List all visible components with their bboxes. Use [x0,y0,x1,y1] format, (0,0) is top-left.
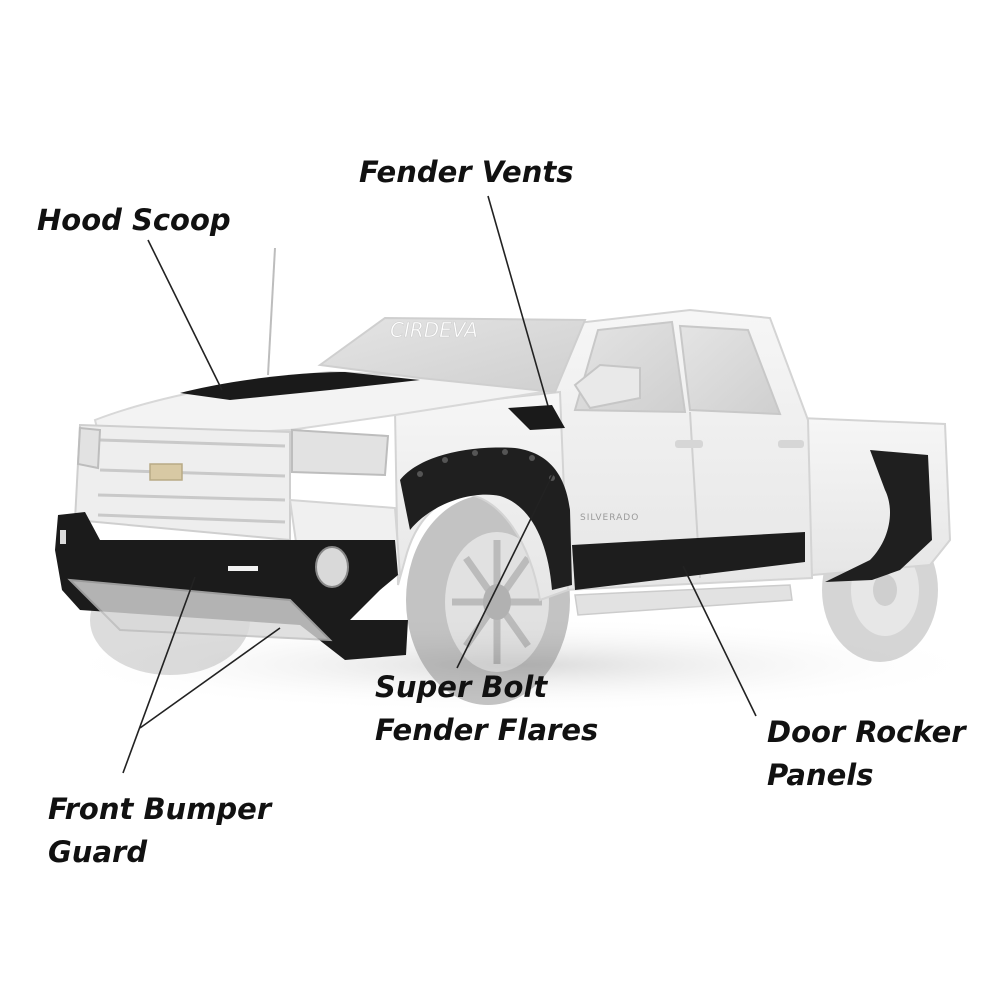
label-fender-flares-line-1: Super Bolt [375,670,548,704]
label-fender-flares-line-2: Fender Flares [375,713,599,747]
door-rocker-panel-part [572,532,805,590]
label-hood-scoop: Hood Scoop [37,199,231,242]
fender-vent-part [508,405,565,430]
side-mirror [573,363,641,410]
bowtie-emblem [149,463,183,481]
badge-text: SILVERADO [580,513,639,523]
bumper-lights [60,530,349,588]
hood-scoop-part [180,372,420,400]
windshield-text: CIRDEVA [390,318,478,342]
grille [97,438,286,524]
headlight-right [291,428,390,477]
skid-plate [67,578,333,642]
label-fender-flares: Super Bolt Fender Flares [375,666,598,752]
label-rocker-panels-line-2: Panels [767,758,874,792]
flare-bolts [417,449,555,481]
leader-bumper-guard-a [122,576,196,774]
label-rocker-panels: Door Rocker Panels [767,711,966,797]
label-rocker-panels-line-1: Door Rocker [767,715,966,749]
antenna [267,247,276,376]
label-bumper-guard: Front Bumper Guard [48,788,271,874]
label-bumper-guard-line-2: Guard [48,835,148,869]
headlight-left [76,426,102,470]
leader-lines [122,195,757,774]
leader-rocker-panels [682,565,757,717]
label-hood-scoop-line-1: Hood Scoop [37,203,231,237]
running-board [574,584,793,616]
leader-fender-vents [487,195,549,407]
label-fender-vents-line-1: Fender Vents [359,155,574,189]
ground-shadow [50,617,990,713]
rear-fender-flare-part [825,450,932,582]
front-door-handle [675,440,703,448]
front-fender-flare-part [400,447,572,590]
leader-bumper-guard-b [139,627,281,729]
leader-fender-flares [456,473,554,669]
windshield [317,316,587,394]
front-bumper-guard-part [55,512,408,660]
leader-hood-scoop [147,239,223,391]
label-bumper-guard-line-1: Front Bumper [48,792,272,826]
label-fender-vents: Fender Vents [359,151,573,194]
rear-door-window [678,324,782,416]
rear-door-handle [778,440,804,448]
